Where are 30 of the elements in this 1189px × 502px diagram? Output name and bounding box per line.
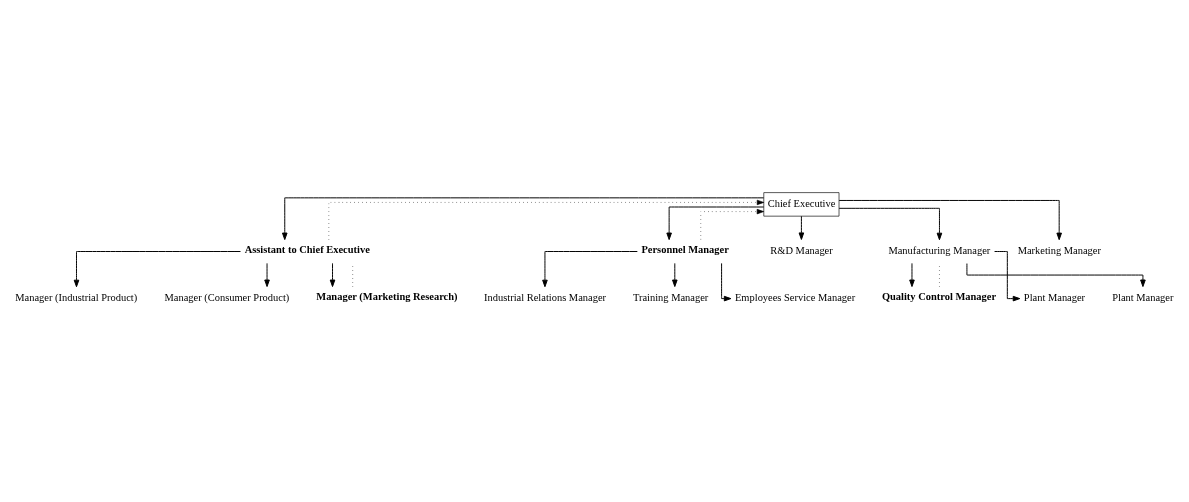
node-text: Manufacturing Manager: [888, 244, 991, 256]
arrow: [909, 262, 915, 287]
arrow: [282, 196, 765, 240]
node-text: Industrial Relations Manager: [484, 291, 607, 303]
node-text: Training Manager: [632, 291, 709, 303]
node-text: R&D Manager: [770, 244, 833, 256]
node-box: Chief Executive: [763, 191, 840, 216]
arrow: [838, 199, 1062, 240]
node-text: Plant Manager: [1112, 291, 1174, 303]
node-text: Quality Control Manager: [881, 290, 997, 302]
arrow: [542, 250, 638, 287]
node-text: Personnel Manager: [641, 243, 729, 255]
arrow: [666, 206, 765, 240]
node-text: Employees Service Manager: [735, 291, 856, 303]
arrow: [838, 207, 943, 240]
node-text: Assistant to Chief Executive: [244, 243, 370, 255]
arrow: [700, 208, 764, 240]
arrow: [264, 262, 270, 287]
arrow: [798, 215, 805, 240]
arrow: [328, 199, 765, 240]
node-text: Marketing Manager: [1017, 244, 1101, 256]
arrow: [721, 262, 732, 301]
node-text: Plant Manager: [1023, 291, 1086, 303]
node-text: Manager (Marketing Research): [316, 290, 458, 302]
arrow: [73, 250, 241, 287]
arrow: [329, 262, 336, 287]
node-text: Manager (Consumer Product): [164, 291, 290, 303]
node-text: Manager (Industrial Product): [15, 291, 138, 303]
arrow: [994, 250, 1021, 301]
arrow: [672, 262, 678, 287]
